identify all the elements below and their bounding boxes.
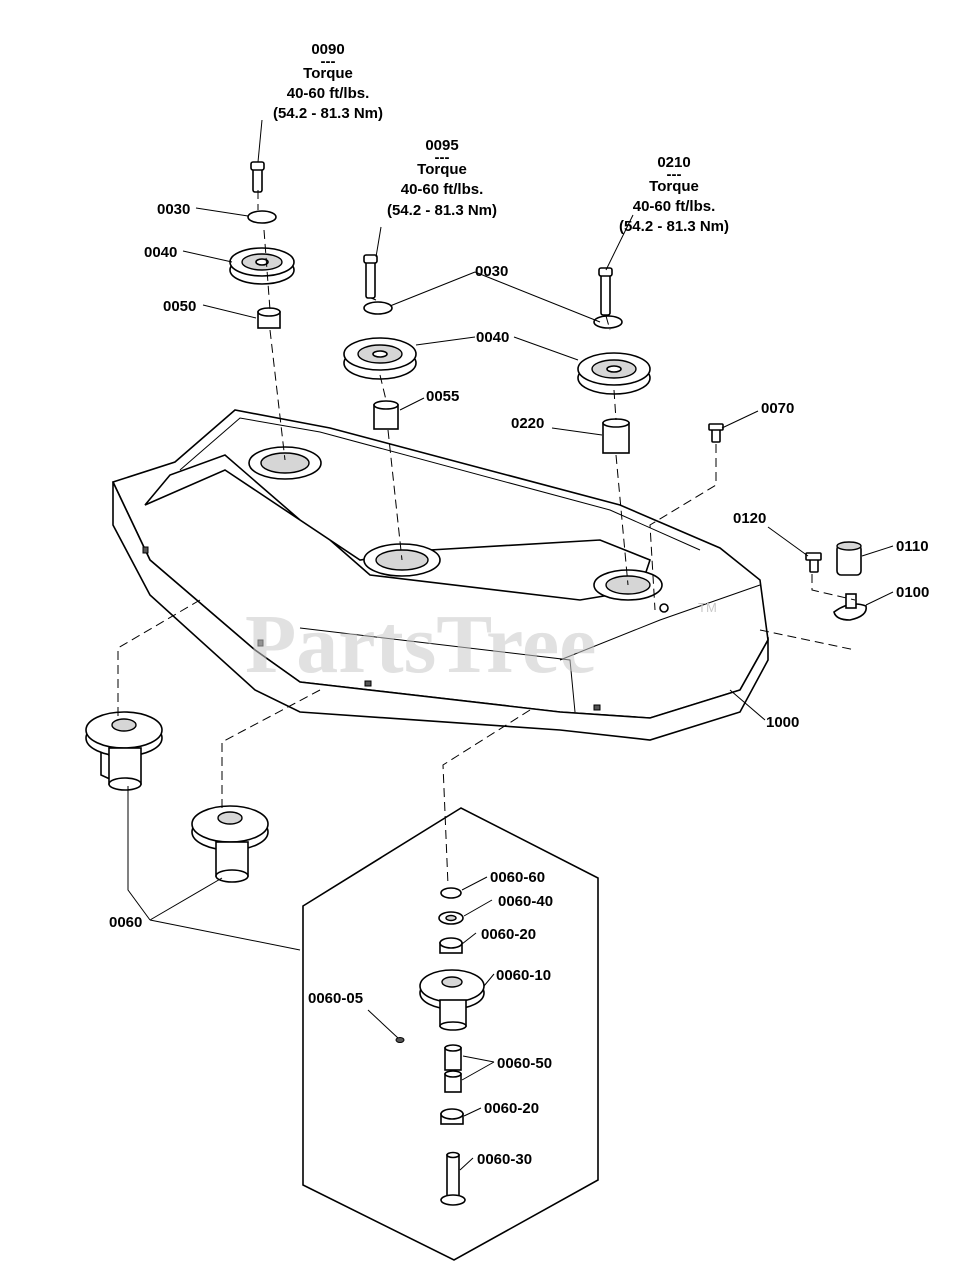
assembly-lines — [117, 190, 856, 886]
label-0030-center[interactable]: 0030 — [475, 263, 508, 280]
callout-0210-part: 0210 — [657, 154, 690, 171]
label-0060-10[interactable]: 0060-10 — [496, 967, 551, 984]
callout-0090-part: 0090 — [311, 41, 344, 58]
label-0040-left[interactable]: 0040 — [144, 244, 177, 261]
label-0110[interactable]: 0110 — [896, 538, 929, 555]
bearing-0060-20-lower[interactable] — [440, 1108, 464, 1125]
leader-lines — [127, 119, 894, 1171]
callout-0095-line2: 40-60 ft/lbs. — [401, 181, 484, 198]
callout-0210-line1: Torque — [649, 178, 699, 195]
callout-0090: 0090 --- Torque 40-60 ft/lbs. (54.2 - 81… — [273, 41, 383, 122]
watermark-text: PartsTree — [245, 598, 596, 691]
pulley-0040-left[interactable] — [229, 247, 295, 285]
part-labels: 0030 0040 0050 0030 0040 0055 0220 0070 … — [109, 201, 929, 1168]
bolt-0210[interactable] — [598, 267, 613, 316]
label-0040-center[interactable]: 0040 — [476, 329, 509, 346]
callout-0090-sep: --- — [321, 53, 336, 70]
spindle-0060-left[interactable] — [85, 711, 163, 791]
knob-0110[interactable] — [836, 541, 862, 576]
callout-0090-line1: Torque — [303, 65, 353, 82]
pulley-0040-center[interactable] — [343, 337, 417, 380]
callout-0095-line3: (54.2 - 81.3 Nm) — [387, 202, 497, 219]
callout-0090-line3: (54.2 - 81.3 Nm) — [273, 105, 383, 122]
bolt-0070[interactable] — [708, 423, 724, 443]
label-0220[interactable]: 0220 — [511, 415, 544, 432]
callout-0210: 0210 --- Torque 40-60 ft/lbs. (54.2 - 81… — [619, 154, 729, 235]
callout-0090-line2: 40-60 ft/lbs. — [287, 85, 370, 102]
label-0060-30[interactable]: 0060-30 — [477, 1151, 532, 1168]
label-0060[interactable]: 0060 — [109, 914, 142, 931]
callout-0210-line2: 40-60 ft/lbs. — [633, 198, 716, 215]
label-0100[interactable]: 0100 — [896, 584, 929, 601]
washer-0060-40[interactable] — [438, 911, 464, 925]
label-0060-40[interactable]: 0060-40 — [498, 893, 553, 910]
label-0060-50[interactable]: 0060-50 — [497, 1055, 552, 1072]
ring-0060-60[interactable] — [440, 887, 462, 899]
washer-0030-center[interactable] — [363, 301, 393, 315]
spindle-0060-center[interactable] — [191, 805, 269, 883]
bolt-0090[interactable] — [250, 161, 265, 193]
callout-0210-sep: --- — [667, 166, 682, 183]
label-0060-05[interactable]: 0060-05 — [308, 990, 363, 1007]
spindle-housing-0060-10[interactable] — [419, 969, 485, 1031]
spindle-detail-frame — [302, 807, 599, 1261]
bolt-0120[interactable] — [805, 552, 822, 573]
watermark-tm: TM — [698, 600, 717, 615]
label-0055[interactable]: 0055 — [426, 388, 459, 405]
grease-fitting-0060-05[interactable] — [395, 1037, 405, 1043]
spacer-0055[interactable] — [373, 400, 399, 430]
bearing-0060-20-upper[interactable] — [439, 937, 463, 954]
spacer-0050[interactable] — [257, 307, 281, 329]
callout-0095-sep: --- — [435, 149, 450, 166]
washer-0030-left[interactable] — [247, 210, 277, 224]
callout-0095-line1: Torque — [417, 161, 467, 178]
spacer-0060-50[interactable] — [444, 1044, 462, 1093]
callout-0210-line3: (54.2 - 81.3 Nm) — [619, 218, 729, 235]
bracket-0100[interactable] — [833, 593, 867, 621]
shaft-0060-30[interactable] — [440, 1151, 466, 1206]
label-0030-left[interactable]: 0030 — [157, 201, 190, 218]
label-0050[interactable]: 0050 — [163, 298, 196, 315]
label-0060-60[interactable]: 0060-60 — [490, 869, 545, 886]
callout-0095: 0095 --- Torque 40-60 ft/lbs. (54.2 - 81… — [387, 137, 497, 219]
pulley-0040-right[interactable] — [577, 352, 651, 395]
label-0060-20-upper[interactable]: 0060-20 — [481, 926, 536, 943]
label-0070[interactable]: 0070 — [761, 400, 794, 417]
label-0060-20-lower[interactable]: 0060-20 — [484, 1100, 539, 1117]
label-0120[interactable]: 0120 — [733, 510, 766, 527]
label-1000[interactable]: 1000 — [766, 714, 799, 731]
mower-deck-housing[interactable] — [111, 409, 769, 741]
callout-0095-part: 0095 — [425, 137, 458, 154]
bolt-0095[interactable] — [363, 254, 378, 299]
spacer-0220[interactable] — [602, 418, 630, 454]
